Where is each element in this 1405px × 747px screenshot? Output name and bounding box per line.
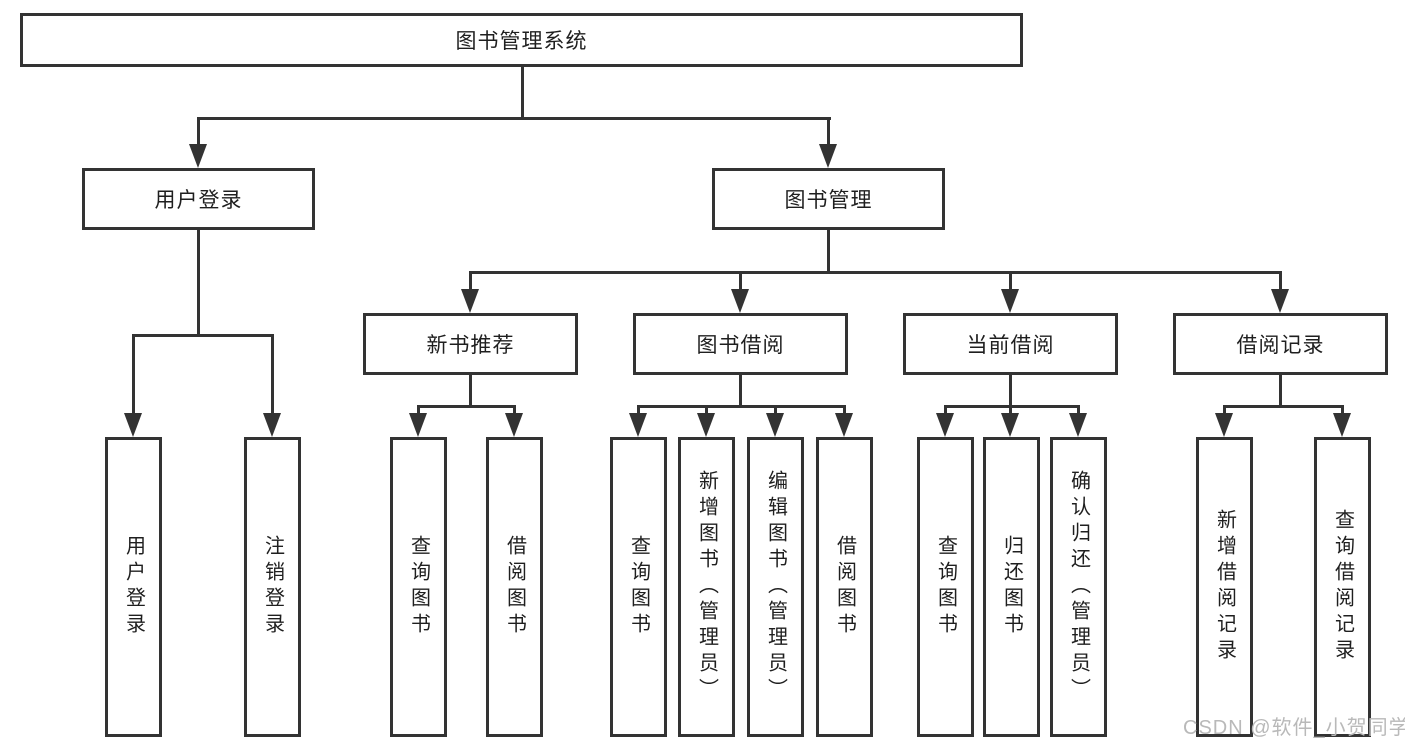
connector-drop-book-mgmt bbox=[827, 117, 830, 148]
leaf-confirm-return-admin-label: 确认归还（管理员） bbox=[1067, 470, 1090, 704]
connector-drop bbox=[469, 271, 472, 295]
leaf-new-borrow-books-label: 借阅图书 bbox=[503, 535, 526, 639]
connector-newbooks-hbar bbox=[417, 405, 516, 408]
leaf-confirm-return-admin: 确认归还（管理员） bbox=[1050, 437, 1107, 737]
connector-drop bbox=[513, 405, 516, 417]
node-root: 图书管理系统 bbox=[20, 13, 1023, 67]
leaf-return-books-label: 归还图书 bbox=[1000, 535, 1023, 639]
connector-root-stem bbox=[521, 64, 524, 119]
arrow-down-icon bbox=[629, 413, 647, 437]
leaf-add-books-admin: 新增图书（管理员） bbox=[678, 437, 735, 737]
arrow-down-icon bbox=[1069, 413, 1087, 437]
leaf-current-query-books-label: 查询图书 bbox=[934, 535, 957, 639]
arrow-down-icon bbox=[1271, 289, 1289, 313]
arrow-down-icon bbox=[835, 413, 853, 437]
connector-bookmgmt-hbar bbox=[469, 271, 1282, 274]
node-book-borrow-label: 图书借阅 bbox=[696, 334, 785, 357]
node-new-books-label: 新书推荐 bbox=[426, 334, 515, 357]
leaf-borrow-borrow-books: 借阅图书 bbox=[816, 437, 873, 737]
connector-bookborrow-stem bbox=[739, 375, 742, 408]
leaf-query-borrow-record-label: 查询借阅记录 bbox=[1331, 509, 1354, 665]
connector-drop bbox=[774, 405, 777, 417]
arrow-down-icon bbox=[819, 144, 837, 168]
connector-drop bbox=[271, 334, 274, 414]
node-new-books: 新书推荐 bbox=[363, 313, 578, 375]
arrow-down-icon bbox=[124, 413, 142, 437]
node-current-borrow: 当前借阅 bbox=[903, 313, 1118, 375]
leaf-logout-label: 注销登录 bbox=[261, 535, 284, 639]
leaf-user-login: 用户登录 bbox=[105, 437, 162, 737]
connector-records-stem bbox=[1279, 375, 1282, 408]
leaf-user-login-label: 用户登录 bbox=[122, 535, 145, 639]
arrow-down-icon bbox=[1001, 413, 1019, 437]
leaf-add-borrow-record-label: 新增借阅记录 bbox=[1213, 509, 1236, 665]
connector-drop bbox=[637, 405, 640, 417]
arrow-down-icon bbox=[263, 413, 281, 437]
arrow-down-icon bbox=[697, 413, 715, 437]
leaf-current-query-books: 查询图书 bbox=[917, 437, 974, 737]
leaf-borrow-query-books-label: 查询图书 bbox=[627, 535, 650, 639]
node-user-login-label: 用户登录 bbox=[154, 189, 243, 212]
node-book-mgmt: 图书管理 bbox=[712, 168, 945, 230]
arrow-down-icon bbox=[766, 413, 784, 437]
connector-drop bbox=[1223, 405, 1226, 417]
node-root-label: 图书管理系统 bbox=[455, 30, 588, 53]
connector-drop bbox=[417, 405, 420, 417]
leaf-borrow-query-books: 查询图书 bbox=[610, 437, 667, 737]
watermark: CSDN @软件_小贺同学 bbox=[1183, 717, 1405, 739]
connector-currentborrow-hbar bbox=[944, 405, 1080, 408]
node-book-borrow: 图书借阅 bbox=[633, 313, 848, 375]
arrow-down-icon bbox=[461, 289, 479, 313]
node-borrow-records: 借阅记录 bbox=[1173, 313, 1388, 375]
node-user-login: 用户登录 bbox=[82, 168, 315, 230]
node-current-borrow-label: 当前借阅 bbox=[966, 334, 1055, 357]
leaf-logout: 注销登录 bbox=[244, 437, 301, 737]
connector-drop bbox=[705, 405, 708, 417]
connector-drop bbox=[843, 405, 846, 417]
connector-root-hbar bbox=[197, 117, 831, 120]
connector-drop-user-login bbox=[197, 117, 200, 148]
connector-drop bbox=[1009, 271, 1012, 295]
arrow-down-icon bbox=[1001, 289, 1019, 313]
connector-records-hbar bbox=[1223, 405, 1344, 408]
connector-userlogin-stem bbox=[197, 230, 200, 336]
connector-drop bbox=[132, 334, 135, 414]
leaf-return-books: 归还图书 bbox=[983, 437, 1040, 737]
arrow-down-icon bbox=[409, 413, 427, 437]
connector-currentborrow-stem bbox=[1009, 375, 1012, 408]
leaf-add-borrow-record: 新增借阅记录 bbox=[1196, 437, 1253, 737]
arrow-down-icon bbox=[936, 413, 954, 437]
arrow-down-icon bbox=[1215, 413, 1233, 437]
node-book-mgmt-label: 图书管理 bbox=[784, 189, 873, 212]
arrow-down-icon bbox=[189, 144, 207, 168]
connector-drop bbox=[1009, 405, 1012, 417]
connector-drop bbox=[1279, 271, 1282, 295]
leaf-new-borrow-books: 借阅图书 bbox=[486, 437, 543, 737]
connector-drop bbox=[1077, 405, 1080, 417]
leaf-new-query-books-label: 查询图书 bbox=[407, 535, 430, 639]
arrow-down-icon bbox=[1333, 413, 1351, 437]
leaf-new-query-books: 查询图书 bbox=[390, 437, 447, 737]
connector-drop bbox=[1341, 405, 1344, 417]
leaf-add-books-admin-label: 新增图书（管理员） bbox=[695, 470, 718, 704]
leaf-borrow-borrow-books-label: 借阅图书 bbox=[833, 535, 856, 639]
connector-bookmgmt-stem bbox=[827, 230, 830, 274]
connector-bookborrow-hbar bbox=[637, 405, 846, 408]
arrow-down-icon bbox=[505, 413, 523, 437]
leaf-edit-books-admin: 编辑图书（管理员） bbox=[747, 437, 804, 737]
connector-userlogin-hbar bbox=[132, 334, 274, 337]
connector-drop bbox=[739, 271, 742, 295]
arrow-down-icon bbox=[731, 289, 749, 313]
connector-newbooks-stem bbox=[469, 375, 472, 408]
connector-drop bbox=[944, 405, 947, 417]
leaf-query-borrow-record: 查询借阅记录 bbox=[1314, 437, 1371, 737]
leaf-edit-books-admin-label: 编辑图书（管理员） bbox=[764, 470, 787, 704]
node-borrow-records-label: 借阅记录 bbox=[1236, 334, 1325, 357]
